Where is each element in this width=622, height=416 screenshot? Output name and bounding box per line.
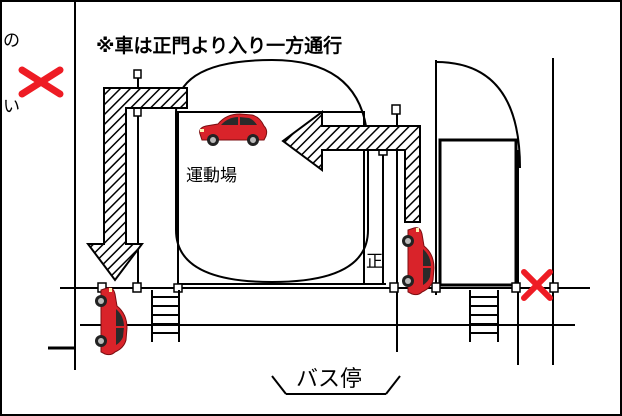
edge-mark-top: の — [3, 31, 20, 51]
x-mark-icon — [18, 66, 64, 98]
bus-stop-right-slash — [385, 375, 401, 395]
gate-post — [132, 282, 142, 293]
gate-post — [391, 104, 401, 115]
edge-mark-mid: い — [3, 97, 20, 117]
main-gate-label: 正 — [366, 252, 383, 272]
hatched-arrow-icon — [281, 110, 421, 223]
bus-stop-label: バス停 — [296, 367, 362, 392]
gate-post — [549, 282, 559, 293]
sports-field-area — [177, 111, 365, 285]
gate-post — [133, 69, 142, 79]
sports-field-track — [175, 58, 369, 284]
sports-field-label: 運動場 — [186, 166, 237, 186]
car-icon — [198, 113, 268, 147]
gate-post — [431, 282, 441, 293]
bus-stop-left-slash — [271, 375, 287, 395]
page-title: ※車は正門より入り一方通行 — [96, 34, 342, 57]
x-mark-icon — [521, 269, 553, 301]
stairs-left — [151, 290, 180, 342]
stairs-right — [469, 290, 499, 342]
gate-post — [511, 282, 521, 293]
gate-post — [389, 282, 399, 293]
car-icon — [94, 286, 128, 356]
right-building-arc — [435, 61, 521, 169]
hatched-arrow-icon — [86, 87, 188, 282]
car-icon — [401, 226, 435, 296]
right-building — [438, 138, 518, 287]
gate-post — [133, 107, 142, 117]
